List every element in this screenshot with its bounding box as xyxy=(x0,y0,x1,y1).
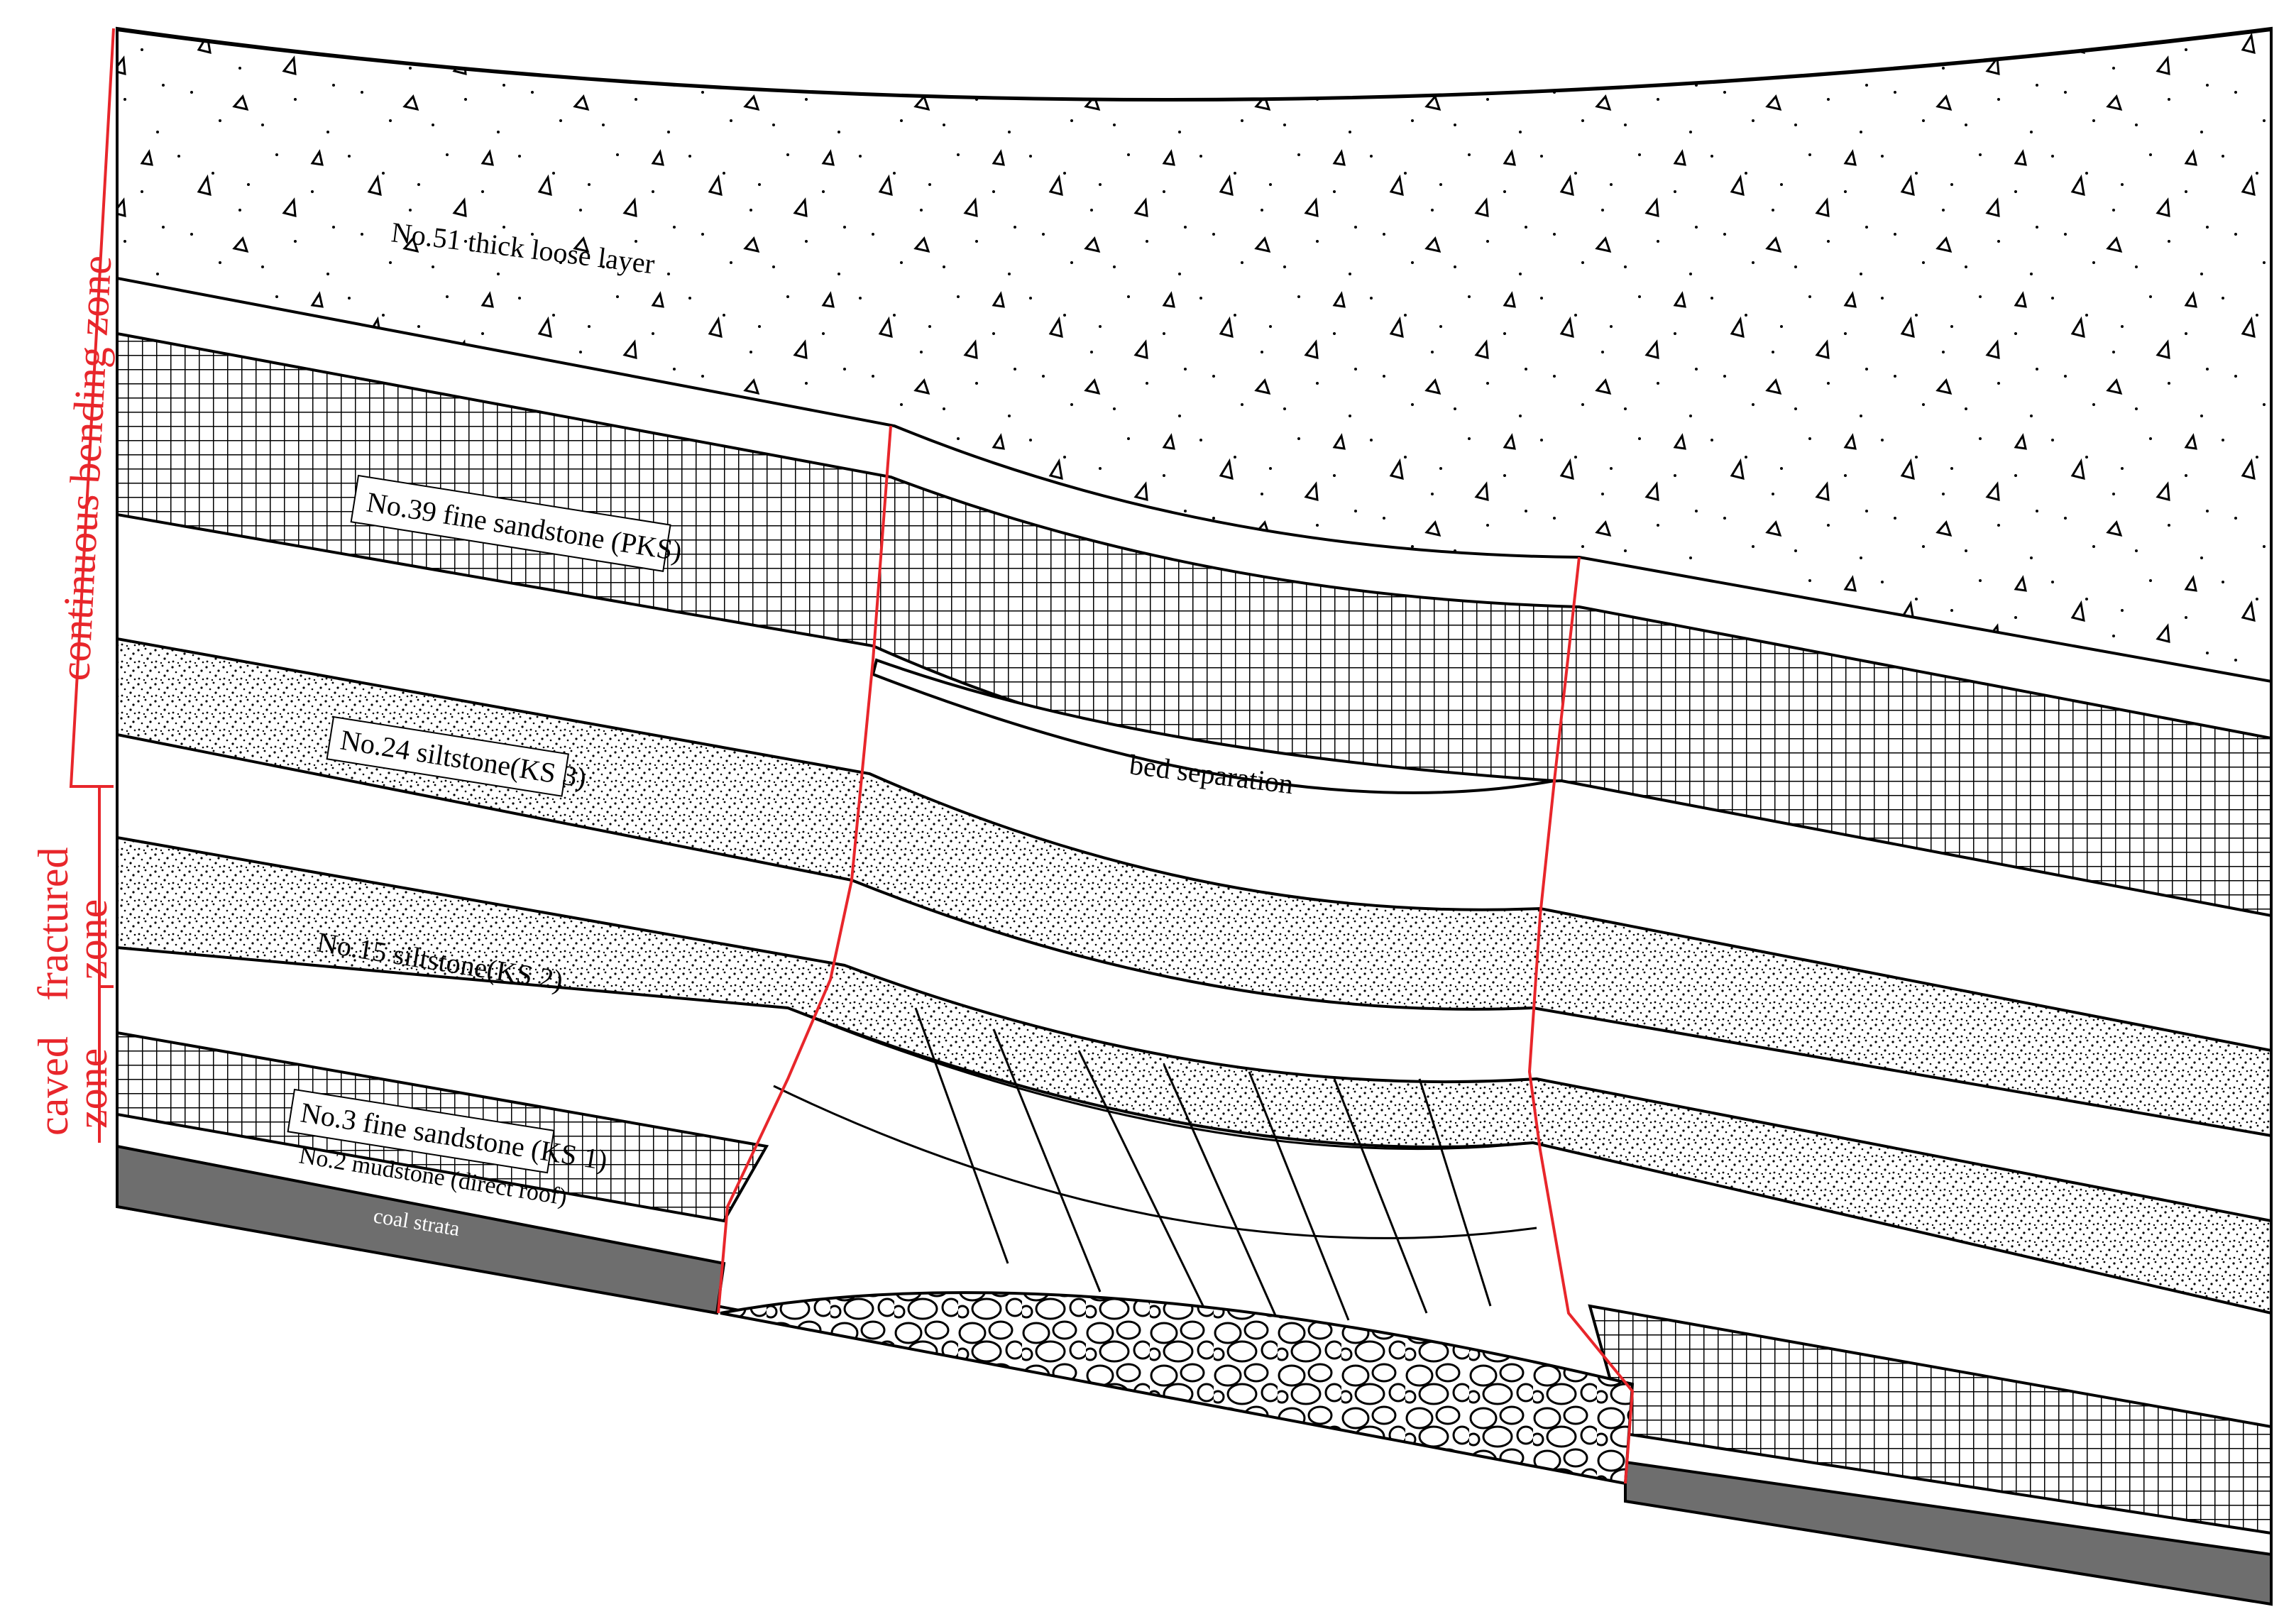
caved-rubble xyxy=(720,1291,1635,1486)
layer-thick-loose xyxy=(116,28,2273,684)
zone-label-caved-1: caved xyxy=(30,1036,77,1136)
layer-ks2 xyxy=(116,835,2273,1315)
label-box-pks xyxy=(350,474,671,572)
zone-brackets xyxy=(69,28,115,1143)
zone-label-bending: continuous bending zone xyxy=(51,254,120,682)
zone-label-caved-2: zone xyxy=(69,1048,116,1129)
label-box-ks1 xyxy=(287,1088,555,1174)
layer-ks3 xyxy=(116,637,2273,1138)
label-box-ks3 xyxy=(326,715,570,797)
zone-label-fractured-1: fractured xyxy=(30,847,77,1001)
zone-boundaries xyxy=(717,425,1635,1484)
fractured-blocks xyxy=(773,1006,1537,1321)
zone-label-fractured-2: zone xyxy=(69,899,116,980)
layer-coal-right xyxy=(1624,1460,2273,1606)
layer-coal-left xyxy=(116,1144,726,1315)
